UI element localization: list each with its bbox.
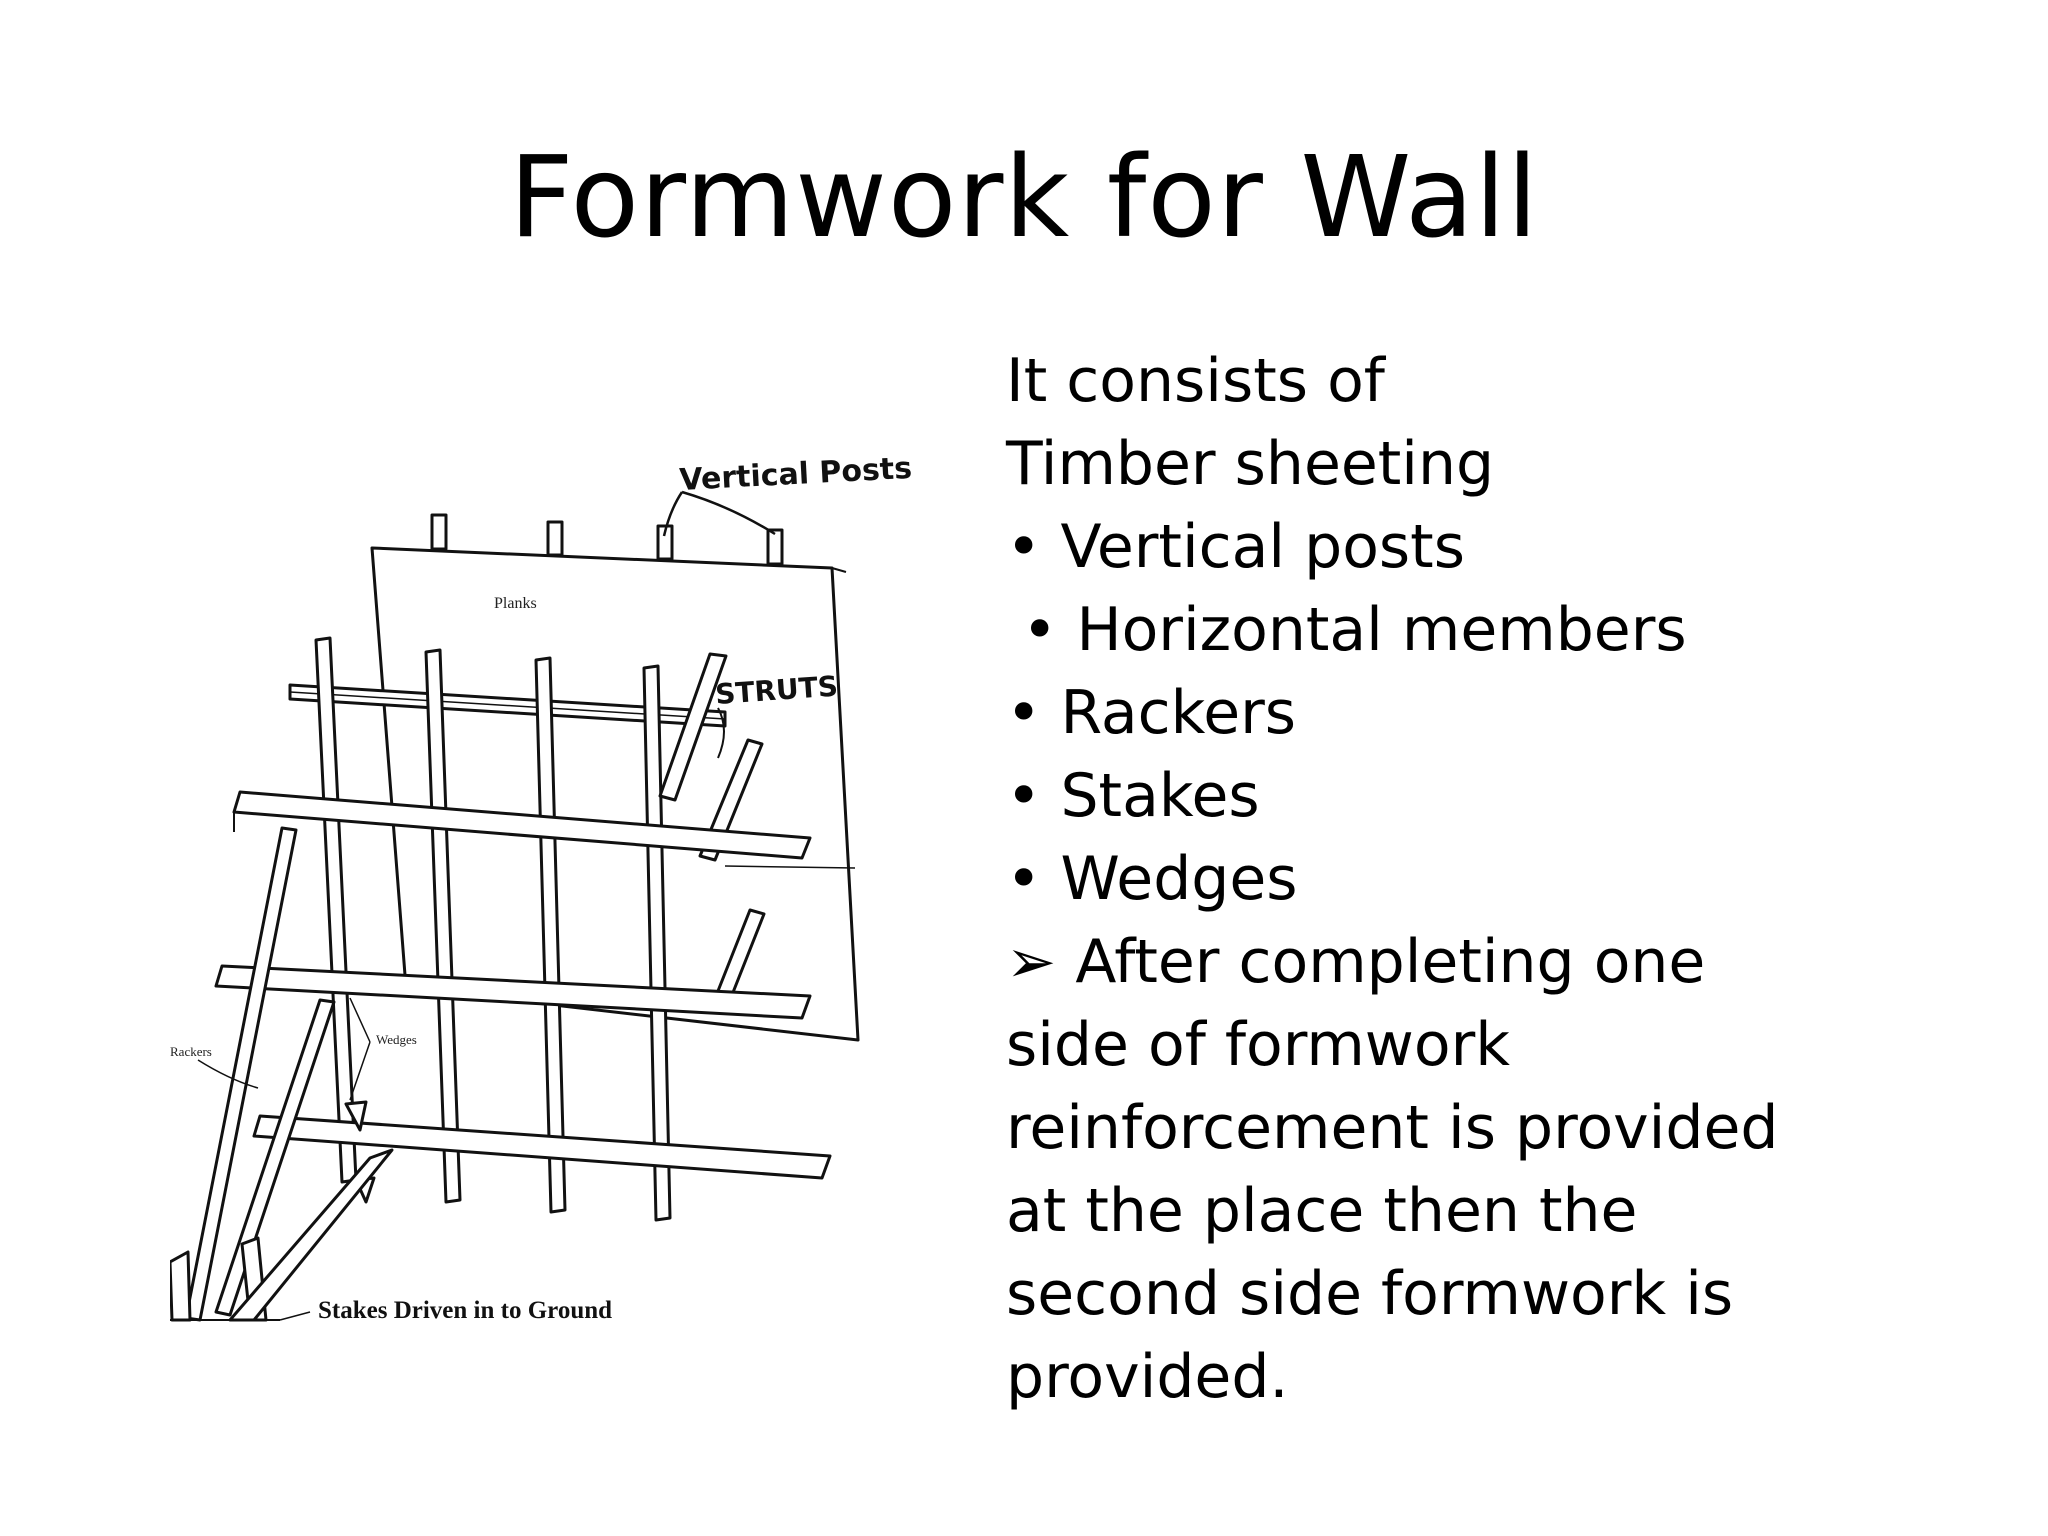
strut	[658, 652, 728, 802]
bullet-item: • Stakes	[1006, 761, 1260, 831]
planks-seam	[724, 865, 856, 869]
wall-formwork-drawing: Vertical Posts Planks STRUTS Rackers Wed…	[170, 451, 913, 1324]
label-vertical-posts: Vertical Posts	[679, 451, 913, 498]
vertical-stud	[314, 636, 358, 1184]
label-rackers: Rackers	[170, 1044, 212, 1059]
content-line: Timber sheeting	[1006, 429, 1495, 499]
racker	[214, 998, 336, 1317]
horizontal-member	[232, 790, 812, 860]
planks-edge-shadow	[831, 567, 847, 573]
arrow-item: ➢ After completing one	[1006, 927, 1706, 997]
vertical-post	[766, 528, 784, 566]
label-wedges: Wedges	[376, 1032, 417, 1047]
vertical-post	[430, 513, 448, 551]
content-line: at the place then the	[1006, 1176, 1638, 1246]
vertical-stud	[424, 648, 462, 1204]
content-line: provided.	[1006, 1342, 1289, 1412]
bullet-item: • Horizontal members	[1022, 595, 1687, 665]
bullet-item: • Rackers	[1006, 678, 1297, 748]
stakes-leader	[279, 1311, 311, 1321]
struts-leader	[717, 707, 725, 759]
wall-formwork-diagram: Vertical Posts Planks STRUTS Rackers Wed…	[170, 440, 930, 1340]
vertical-posts-leader	[662, 490, 776, 537]
horizontal-member	[252, 1114, 832, 1180]
label-stakes: Stakes Driven in to Ground	[318, 1297, 612, 1324]
slide-title: Formwork for Wall	[509, 133, 1539, 263]
content-line: side of formwork	[1006, 1010, 1510, 1080]
content-line: reinforcement is provided	[1006, 1093, 1779, 1163]
vertical-post	[546, 520, 564, 557]
planks-sheet	[370, 546, 860, 1042]
bullet-item: • Vertical posts	[1006, 512, 1465, 582]
label-planks: Planks	[494, 595, 537, 612]
wedge	[344, 1100, 368, 1132]
wedges-leader	[349, 997, 371, 1101]
content-line: It consists of	[1006, 346, 1385, 416]
content-line: second side formwork is	[1006, 1259, 1734, 1329]
content-text: It consists of Timber sheeting • Vertica…	[1006, 340, 2006, 1419]
horizontal-member	[214, 964, 812, 1020]
vertical-stud	[642, 664, 672, 1222]
rackers-leader	[197, 1059, 259, 1089]
bullet-item: • Wedges	[1006, 844, 1298, 914]
vertical-post	[656, 524, 674, 561]
stake	[170, 1250, 192, 1322]
vertical-stud	[534, 656, 567, 1214]
